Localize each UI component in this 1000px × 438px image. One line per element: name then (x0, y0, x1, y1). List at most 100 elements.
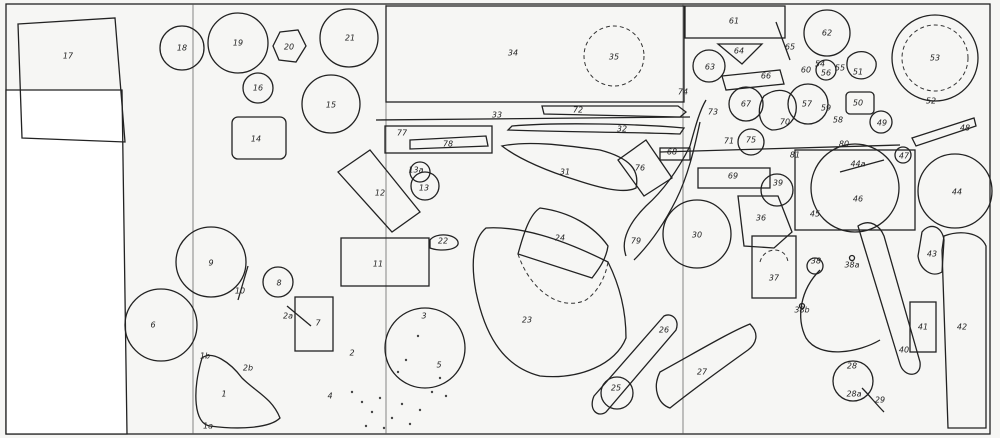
feature-label-15: 15 (326, 101, 336, 110)
feature-53 (891, 14, 979, 102)
feature-2b (286, 305, 312, 327)
feature-35 (583, 25, 645, 87)
feature-label-20: 20 (284, 43, 294, 52)
feature-label-26: 26 (659, 326, 669, 335)
feature-label-11: 11 (373, 260, 383, 269)
feature-8 (262, 266, 294, 298)
feature-37-arch (759, 249, 789, 263)
feature-label-66: 66 (761, 72, 771, 81)
feature-label-1: 1 (221, 390, 226, 399)
feature-44 (917, 153, 993, 229)
feature-38 (806, 257, 824, 275)
feature-label-80: 80 (839, 140, 849, 149)
feature-39-trail (800, 269, 881, 353)
feature-label-28: 28 (847, 362, 857, 371)
feature-label-74: 74 (678, 88, 688, 97)
scatter-finds (350, 334, 448, 430)
feature-label-41: 41 (918, 323, 928, 332)
feature-72 (541, 105, 688, 118)
feature-label-69: 69 (728, 172, 738, 181)
feature-label-10: 10 (235, 287, 245, 296)
feature-49 (869, 110, 893, 134)
feature-65 (775, 21, 791, 61)
feature-label-47: 47 (899, 152, 910, 161)
feature-24-boundary (517, 253, 609, 304)
feature-label-72: 72 (573, 106, 583, 115)
feature-label-55: 55 (835, 64, 845, 73)
feature-34 (385, 5, 685, 103)
feature-18 (159, 25, 205, 71)
feature-label-79: 79 (631, 237, 641, 246)
feature-1 (195, 354, 281, 429)
feature-46 (810, 143, 900, 233)
feature-79 (623, 99, 707, 261)
feature-17 (17, 17, 126, 143)
feature-label-37: 37 (769, 274, 780, 283)
feature-label-61: 61 (729, 17, 739, 26)
feature-label-1a: 1a (203, 422, 213, 431)
feature-label-13: 13 (419, 184, 429, 193)
feature-label-64: 64 (734, 47, 744, 56)
feature-label-63: 63 (705, 63, 715, 72)
feature-label-44: 44 (952, 188, 962, 197)
feature-label-27: 27 (697, 368, 708, 377)
feature-label-16: 16 (253, 84, 263, 93)
feature-15 (301, 74, 361, 134)
feature-label-8: 8 (276, 279, 281, 288)
feature-label-70: 70 (780, 118, 790, 127)
feature-69 (697, 167, 771, 189)
feature-3 (384, 307, 466, 389)
feature-31 (500, 142, 638, 192)
feature-70 (758, 89, 797, 131)
feature-23 (472, 227, 627, 378)
feature-20 (272, 29, 307, 63)
feature-label-71: 71 (724, 137, 734, 146)
feature-12 (337, 149, 421, 233)
feature-label-30: 30 (692, 231, 702, 240)
feature-label-59: 59 (821, 104, 831, 113)
feature-label-50: 50 (853, 99, 863, 108)
feature-label-44a: 44a (850, 160, 865, 169)
feature-label-4: 4 (327, 392, 332, 401)
feature-13 (410, 171, 440, 201)
feature-67 (728, 86, 764, 122)
feature-label-14: 14 (251, 135, 261, 144)
feature-label-19: 19 (233, 39, 243, 48)
feature-label-21: 21 (345, 34, 355, 43)
feature-label-40: 40 (899, 346, 909, 355)
feature-label-2: 2 (349, 349, 354, 358)
feature-label-51: 51 (853, 68, 863, 77)
feature-45 (794, 149, 916, 231)
feature-label-76: 76 (635, 164, 645, 173)
feature-label-6: 6 (150, 321, 155, 330)
feature-label-39: 39 (773, 179, 783, 188)
feature-28 (832, 360, 874, 402)
feature-label-38: 38 (811, 257, 821, 266)
feature-label-43: 43 (927, 250, 937, 259)
feature-label-67: 67 (741, 100, 752, 109)
feature-label-54: 54 (815, 60, 825, 69)
feature-label-73: 73 (708, 108, 718, 117)
feature-label-2b: 2b (243, 364, 253, 373)
feature-label-58: 58 (833, 116, 843, 125)
feature-label-46: 46 (853, 195, 863, 204)
feature-label-1b: 1b (200, 352, 210, 361)
feature-13a (409, 161, 431, 183)
feature-label-62: 62 (822, 29, 832, 38)
feature-14 (231, 116, 287, 160)
feature-19 (207, 12, 269, 74)
feature-label-65: 65 (785, 43, 795, 52)
feature-62 (803, 9, 851, 57)
feature-10 (237, 265, 249, 301)
feature-label-32: 32 (617, 125, 627, 134)
feature-76 (617, 139, 673, 197)
feature-41 (909, 301, 937, 353)
feature-39 (760, 173, 794, 207)
feature-label-25: 25 (611, 384, 621, 393)
feature-44a (839, 159, 885, 173)
feature-25 (600, 376, 634, 410)
feature-label-5: 5 (436, 361, 441, 370)
feature-50 (845, 91, 875, 115)
